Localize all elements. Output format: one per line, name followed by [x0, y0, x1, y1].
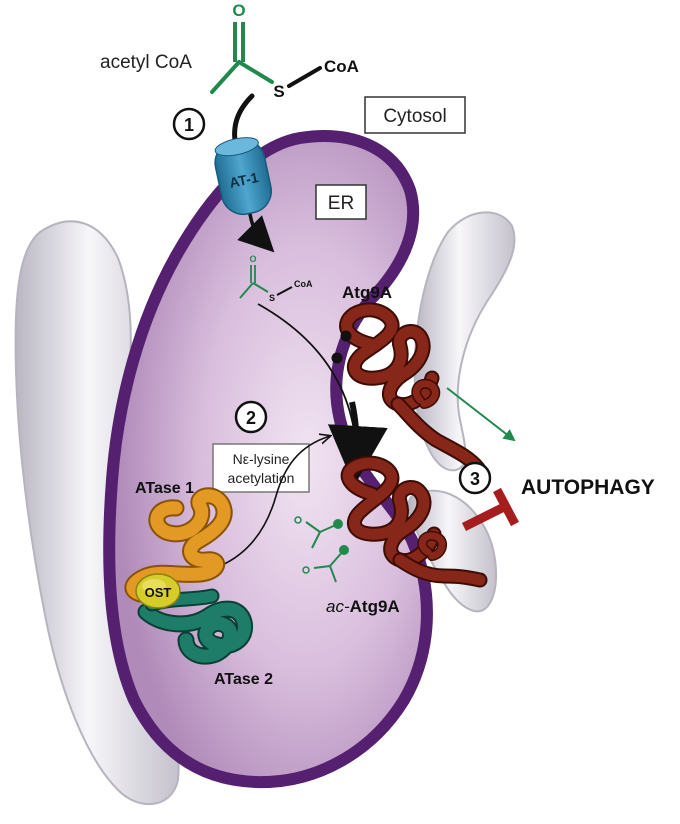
- ac-atg9a-label: ac-Atg9A: [326, 597, 400, 616]
- atase2-protein: [137, 588, 253, 665]
- atase2-label: ATase 2: [214, 671, 273, 688]
- lysine-site-dot: [340, 330, 352, 342]
- lumen-acetyl-coa: O S CoA: [239, 254, 313, 303]
- atg9a-label: Atg9A: [342, 283, 392, 302]
- acetyl-group: [302, 545, 349, 583]
- step-2-number: 2: [246, 408, 256, 428]
- er-label: ER: [328, 193, 354, 214]
- step-3-number: 3: [470, 469, 480, 489]
- autophagy-label: AUTOPHAGY: [521, 476, 655, 499]
- atg9a-protein: [331, 302, 486, 476]
- ost-label: OST: [145, 585, 172, 600]
- acetyl-coa-molecule: O S CoA: [210, 1, 359, 101]
- step-2-badge: 2: [234, 400, 268, 434]
- lumen-sulfur-label: S: [269, 293, 275, 303]
- lysine-site-dot: [331, 352, 343, 364]
- lumen-coa-label: CoA: [294, 279, 313, 289]
- step-1-number: 1: [184, 115, 194, 135]
- er-label-box: ER: [315, 184, 367, 220]
- atase1-label: ATase 1: [135, 480, 194, 497]
- lysine-acetylation-box: Nε-lysine acetylation: [212, 443, 310, 493]
- acetyl-transfer-curve: [257, 303, 355, 431]
- lysine-line-1: Nε-lysine: [233, 451, 290, 467]
- atase-acetylation-arrow: [219, 436, 330, 567]
- oxygen-atom-label: O: [232, 1, 245, 20]
- at1-label: AT-1: [228, 169, 260, 191]
- cytosol-label-box: Cytosol: [364, 96, 466, 134]
- sulfur-atom-label: S: [273, 82, 284, 101]
- step-1-badge: 1: [172, 107, 206, 141]
- at1-import-arrow: [237, 213, 275, 253]
- step-3-badge: 3: [458, 461, 492, 495]
- acetylation-main-arrow: [327, 401, 388, 486]
- coa-group-label: CoA: [324, 57, 359, 76]
- autophagy-inhibition-arrow: [461, 487, 519, 532]
- ac-atg9a-name: Atg9A: [350, 597, 400, 616]
- ac-prefix: ac-: [326, 597, 350, 616]
- at1-transporter: AT-1: [214, 137, 273, 216]
- ac-atg9a-protein: [294, 455, 488, 588]
- ost-complex: OST: [135, 573, 181, 609]
- atg9a-autophagy-arrow: [446, 387, 516, 442]
- acetyl-coa-label: acetyl CoA: [100, 52, 192, 73]
- acetyl-group: [294, 516, 343, 549]
- cytosol-label: Cytosol: [383, 106, 446, 127]
- lysine-line-2: acetylation: [228, 470, 295, 486]
- lumen-oxygen-label: O: [249, 254, 256, 264]
